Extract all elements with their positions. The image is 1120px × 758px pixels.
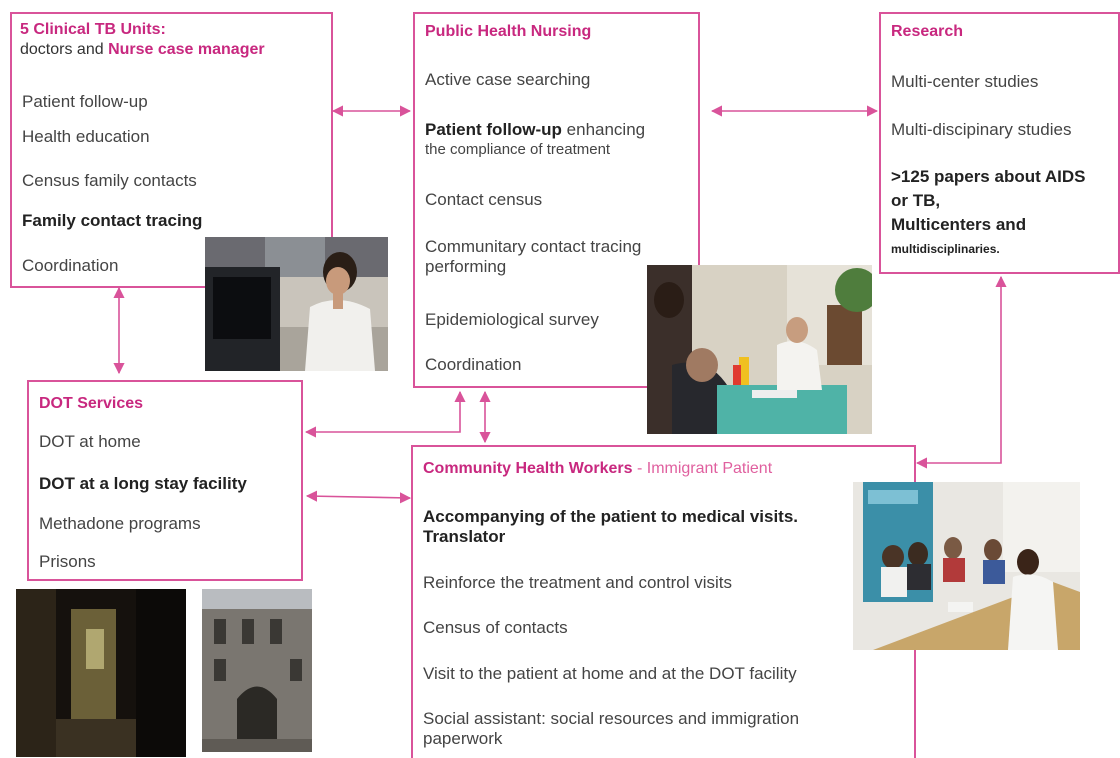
phn-item-active-search: Active case searching bbox=[425, 70, 591, 89]
phn-item-followup: Patient follow-up enhancing the complian… bbox=[425, 120, 692, 159]
chw-accompanying-line2: Translator bbox=[423, 527, 506, 546]
phn-item-contact-census: Contact census bbox=[425, 190, 543, 209]
dot-title: DOT Services bbox=[39, 395, 144, 412]
prison-building-photo bbox=[202, 589, 312, 752]
research-papers-line4: multidisciplinaries. bbox=[891, 242, 1000, 256]
arrow-research-chw bbox=[915, 275, 1007, 469]
units-item-census: Census family contacts bbox=[22, 171, 197, 190]
phn-item-epidemiological: Epidemiological survey bbox=[425, 310, 599, 329]
phn-followup-rest: enhancing bbox=[561, 120, 646, 139]
chw-item-social: Social assistant: social resources and i… bbox=[423, 709, 908, 749]
arrow-dot-chw bbox=[305, 490, 412, 504]
dot-item-home: DOT at home bbox=[39, 432, 141, 451]
research-item-papers: >125 papers about AIDS or TB, Multicente… bbox=[891, 165, 1112, 261]
clinical-units-title-highlight: Nurse case manager bbox=[108, 41, 265, 58]
chw-title-main: Community Health Workers bbox=[423, 460, 633, 477]
units-item-health-education: Health education bbox=[22, 127, 150, 146]
units-item-followup: Patient follow-up bbox=[22, 92, 148, 111]
research-box: Research Multi-center studies Multi-disc… bbox=[879, 12, 1120, 274]
research-title: Research bbox=[891, 23, 964, 40]
research-item-multicenter: Multi-center studies bbox=[891, 72, 1039, 91]
chw-social-line1: Social assistant: social resources and i… bbox=[423, 709, 800, 728]
chw-item-accompanying: Accompanying of the patient to medical v… bbox=[423, 507, 908, 547]
research-papers-line2: or TB, bbox=[891, 191, 941, 210]
clinical-units-title-line1: 5 Clinical TB Units: bbox=[20, 21, 166, 38]
dot-item-methadone: Methadone programs bbox=[39, 514, 201, 533]
arrow-phn-dot bbox=[304, 390, 466, 438]
chw-item-reinforce: Reinforce the treatment and control visi… bbox=[423, 573, 732, 592]
phn-item-communitary-tracing: Communitary contact tracing performing bbox=[425, 237, 692, 277]
dot-item-prisons: Prisons bbox=[39, 552, 96, 571]
units-item-family-tracing: Family contact tracing bbox=[22, 211, 203, 230]
research-papers-line3: Multicenters and bbox=[891, 215, 1027, 234]
phn-item-coordination: Coordination bbox=[425, 355, 522, 374]
phn-followup-line2: the compliance of treatment bbox=[425, 141, 611, 158]
home-visit-photo bbox=[647, 265, 872, 434]
clinical-units-title-prefix: doctors and bbox=[20, 41, 109, 58]
nurse-at-computer-photo bbox=[205, 237, 388, 371]
phn-title: Public Health Nursing bbox=[425, 23, 592, 40]
meeting-photo bbox=[853, 482, 1080, 650]
units-item-coordination: Coordination bbox=[22, 256, 119, 275]
clinical-units-title: 5 Clinical TB Units: doctors and Nurse c… bbox=[20, 20, 265, 60]
chw-item-visit: Visit to the patient at home and at the … bbox=[423, 664, 797, 683]
chw-item-census: Census of contacts bbox=[423, 618, 568, 637]
dot-item-long-stay: DOT at a long stay facility bbox=[39, 474, 247, 493]
chw-title-suffix: - Immigrant Patient bbox=[632, 460, 773, 477]
phn-communitary-line2: performing bbox=[425, 257, 507, 276]
phn-followup-bold: Patient follow-up bbox=[425, 120, 562, 139]
research-item-multidisciplinary: Multi-discipinary studies bbox=[891, 120, 1072, 139]
chw-social-line2: paperwork bbox=[423, 729, 503, 748]
chw-accompanying-line1: Accompanying of the patient to medical v… bbox=[423, 507, 799, 526]
dot-services-box: DOT Services DOT at home DOT at a long s… bbox=[27, 380, 303, 581]
street-photo bbox=[16, 589, 186, 757]
phn-communitary-line1: Communitary contact tracing bbox=[425, 237, 642, 256]
community-health-workers-box: Community Health Workers - Immigrant Pat… bbox=[411, 445, 916, 758]
research-papers-line1: >125 papers about AIDS bbox=[891, 167, 1086, 186]
chw-title: Community Health Workers - Immigrant Pat… bbox=[423, 459, 772, 479]
